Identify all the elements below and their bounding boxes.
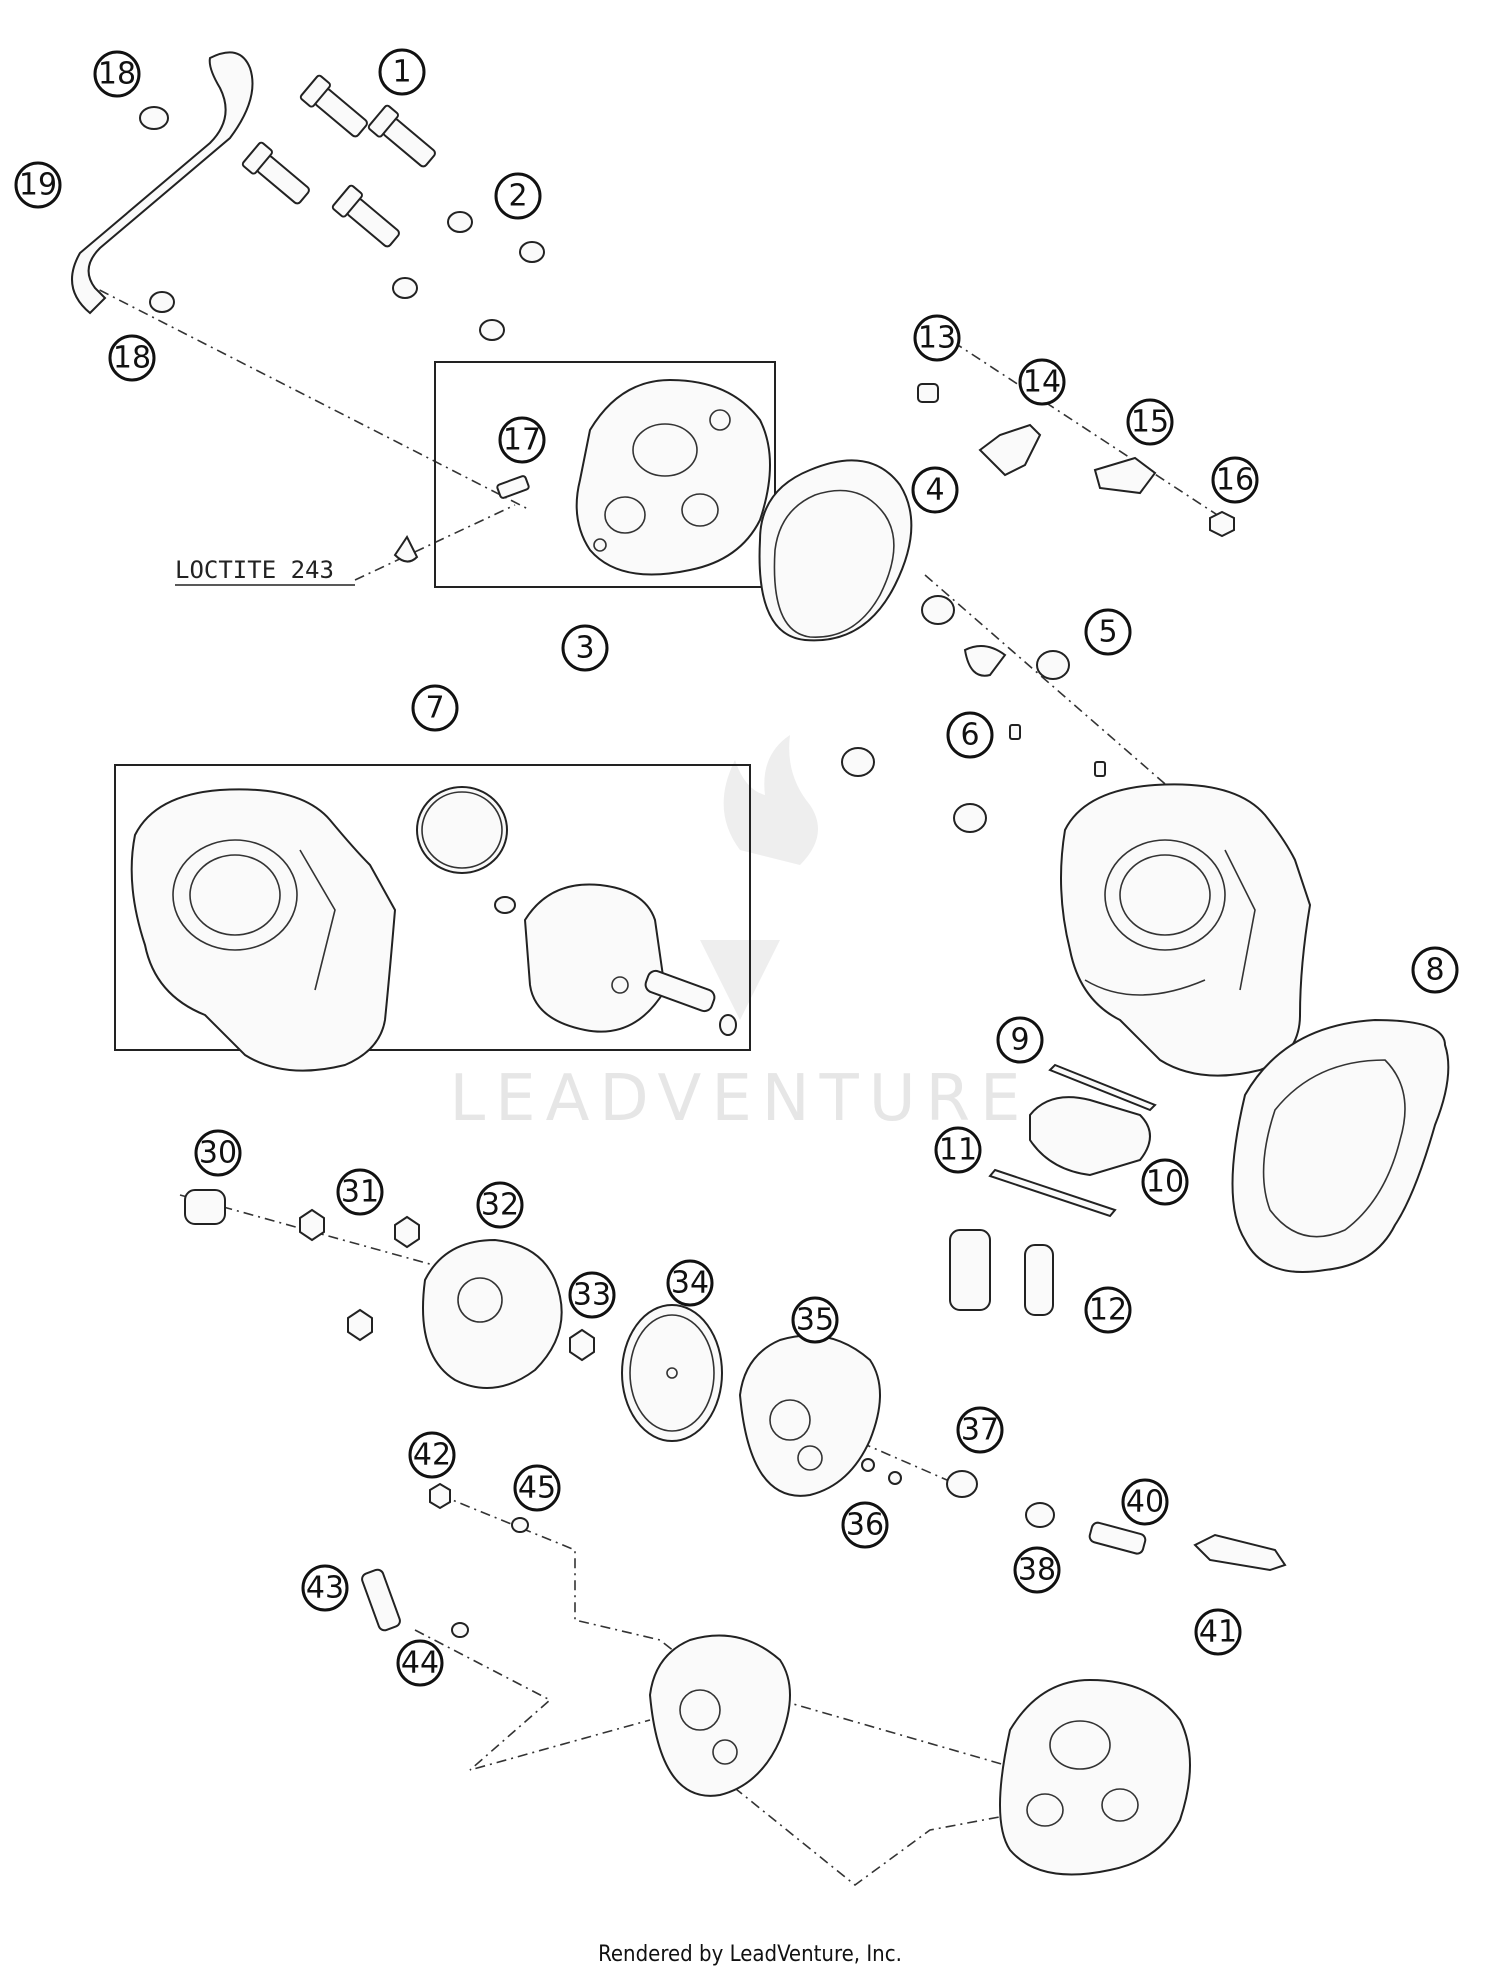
- callout-17-label: 17: [503, 423, 541, 458]
- callout-10-label: 10: [1146, 1165, 1184, 1200]
- callout-4-label: 4: [925, 473, 944, 508]
- callout-33[interactable]: 33: [568, 1271, 616, 1319]
- callout-32-label: 32: [481, 1188, 519, 1223]
- hose: [71, 51, 254, 315]
- watermark: LEADVENTURE: [450, 735, 1031, 1136]
- callout-40[interactable]: 40: [1121, 1478, 1169, 1526]
- callout-19-label: 19: [19, 168, 57, 203]
- callouts: 1 2 3 4 5 6 7 8 9 10 11 12 13 14 15 16 1…: [14, 48, 1459, 1687]
- callout-9-label: 9: [1010, 1023, 1029, 1058]
- hose-clamp-upper: [139, 106, 169, 130]
- callout-4[interactable]: 4: [911, 466, 959, 514]
- callout-1[interactable]: 1: [378, 48, 426, 96]
- control-small-parts: [861, 1458, 1287, 1572]
- callout-14-label: 14: [1023, 365, 1061, 400]
- callout-18-upper-label: 18: [98, 57, 136, 92]
- cylinder-kit-group: [114, 764, 751, 1072]
- callout-15[interactable]: 15: [1126, 398, 1174, 446]
- callout-7[interactable]: 7: [411, 684, 459, 732]
- callout-36-label: 36: [846, 1508, 884, 1543]
- callout-30-label: 30: [199, 1136, 237, 1171]
- callout-44-label: 44: [401, 1646, 439, 1681]
- callout-36[interactable]: 36: [841, 1501, 889, 1549]
- callout-40-label: 40: [1126, 1485, 1164, 1520]
- callout-42-label: 42: [413, 1438, 451, 1473]
- needle-bearing-parts: [949, 1063, 1157, 1316]
- callout-43[interactable]: 43: [301, 1564, 349, 1612]
- cylinder-head-bolts: [241, 74, 436, 248]
- callout-31-label: 31: [341, 1175, 379, 1210]
- callout-3-label: 3: [575, 631, 594, 666]
- callout-37-label: 37: [961, 1413, 999, 1448]
- control-housing: [738, 1334, 881, 1497]
- loctite-label: LOCTITE 243: [175, 556, 334, 584]
- callout-12-label: 12: [1089, 1293, 1127, 1328]
- fasteners-lower: [361, 1482, 529, 1638]
- callout-18-upper[interactable]: 18: [93, 50, 141, 98]
- callout-34-label: 34: [671, 1266, 709, 1301]
- cylinder-right: [1060, 783, 1312, 1077]
- callout-32[interactable]: 32: [476, 1181, 524, 1229]
- callout-3[interactable]: 3: [561, 624, 609, 672]
- callout-17[interactable]: 17: [498, 416, 546, 464]
- washers: [392, 211, 545, 341]
- callout-6-label: 6: [960, 718, 979, 753]
- callout-18-lower-label: 18: [113, 341, 151, 376]
- callout-44[interactable]: 44: [396, 1639, 444, 1687]
- callout-13-label: 13: [918, 321, 956, 356]
- callout-2-label: 2: [508, 179, 527, 214]
- assembled-housing-lower: [648, 1634, 791, 1797]
- callout-38-label: 38: [1018, 1553, 1056, 1588]
- diaphragm: [621, 1304, 723, 1442]
- callout-7-label: 7: [425, 691, 444, 726]
- cylinder-nuts: [841, 595, 1106, 833]
- callout-11-label: 11: [939, 1133, 977, 1168]
- callout-41[interactable]: 41: [1194, 1608, 1242, 1656]
- callout-35-label: 35: [796, 1303, 834, 1338]
- callout-35[interactable]: 35: [791, 1296, 839, 1344]
- callout-34[interactable]: 34: [666, 1259, 714, 1307]
- callout-11[interactable]: 11: [934, 1126, 982, 1174]
- hose-clamp-lower: [149, 291, 175, 313]
- callout-5-label: 5: [1098, 615, 1117, 650]
- callout-5[interactable]: 5: [1084, 608, 1132, 656]
- callout-16[interactable]: 16: [1211, 456, 1259, 504]
- callout-14[interactable]: 14: [1018, 358, 1066, 406]
- loctite-note: LOCTITE 243: [175, 556, 355, 586]
- callout-6[interactable]: 6: [946, 711, 994, 759]
- callout-42[interactable]: 42: [408, 1431, 456, 1479]
- callout-9[interactable]: 9: [996, 1016, 1044, 1064]
- callout-10[interactable]: 10: [1141, 1158, 1189, 1206]
- callout-41-label: 41: [1199, 1615, 1237, 1650]
- coolant-nipple: [496, 475, 530, 499]
- watermark-text: LEADVENTURE: [450, 1062, 1031, 1136]
- callout-1-label: 1: [392, 55, 411, 90]
- callout-15-label: 15: [1131, 405, 1169, 440]
- callout-38[interactable]: 38: [1013, 1546, 1061, 1594]
- callout-19[interactable]: 19: [14, 161, 62, 209]
- callout-33-label: 33: [573, 1278, 611, 1313]
- callout-30[interactable]: 30: [194, 1129, 242, 1177]
- callout-45[interactable]: 45: [513, 1464, 561, 1512]
- callout-12[interactable]: 12: [1084, 1286, 1132, 1334]
- callout-31[interactable]: 31: [336, 1168, 384, 1216]
- callout-43-label: 43: [306, 1571, 344, 1606]
- callout-8[interactable]: 8: [1411, 946, 1459, 994]
- callout-45-label: 45: [518, 1471, 556, 1506]
- assembled-head-lower: [999, 1678, 1191, 1876]
- head-gasket: [758, 459, 913, 642]
- bracket-hardware: [917, 383, 1235, 538]
- control-cover-group: [184, 1189, 595, 1389]
- callout-13[interactable]: 13: [913, 314, 961, 362]
- callout-16-label: 16: [1216, 463, 1254, 498]
- callout-2[interactable]: 2: [494, 172, 542, 220]
- callout-18-lower[interactable]: 18: [108, 334, 156, 382]
- callout-37[interactable]: 37: [956, 1406, 1004, 1454]
- footer-credit: Rendered by LeadVenture, Inc.: [598, 1942, 902, 1967]
- cylinder-head-group: [393, 361, 776, 588]
- callout-8-label: 8: [1425, 953, 1444, 988]
- base-gasket: [1231, 1018, 1450, 1273]
